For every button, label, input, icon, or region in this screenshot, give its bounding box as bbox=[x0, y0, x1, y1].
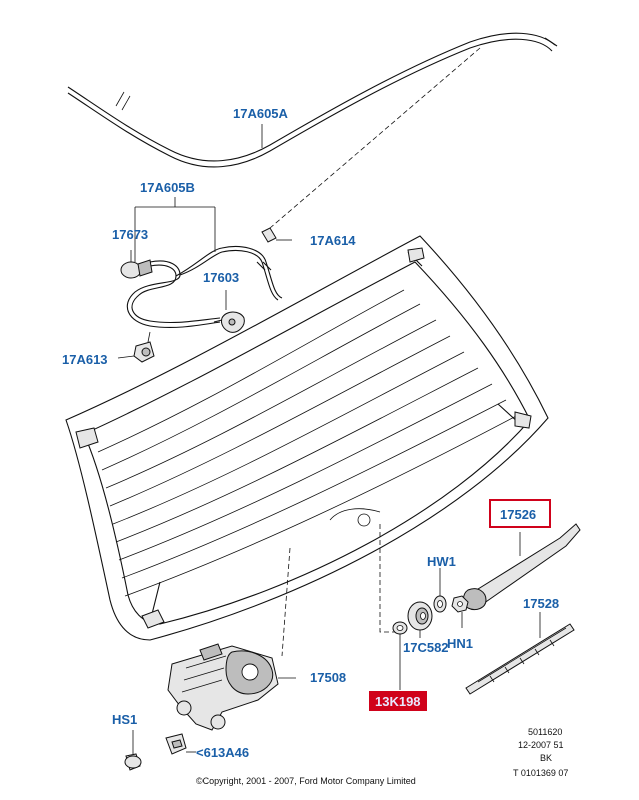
label-HS1: HS1 bbox=[112, 712, 137, 727]
label-17526: 17526 bbox=[500, 507, 536, 522]
bracket-17A605B bbox=[134, 197, 216, 262]
wiper-pivot-hole bbox=[357, 513, 371, 527]
washer-hose-17A605B bbox=[126, 245, 283, 329]
grommet-13K198 bbox=[392, 621, 408, 690]
wiper-blade-17528 bbox=[465, 612, 575, 695]
meta-line-4: T 0101369 07 bbox=[513, 768, 568, 778]
grommet-13K198-highlight-box bbox=[369, 691, 427, 711]
connector-17A614 bbox=[261, 227, 292, 243]
clip-17A613 bbox=[117, 331, 155, 363]
wiper-motor-17508 bbox=[167, 643, 296, 731]
washer-hose-17A605A bbox=[67, 32, 558, 168]
leader-dash-motor bbox=[281, 547, 291, 657]
meta-line-1: 5011620 bbox=[528, 727, 562, 737]
washer-HW1 bbox=[433, 568, 447, 613]
label-17528: 17528 bbox=[523, 596, 559, 611]
label-17A613: 17A613 bbox=[62, 352, 108, 367]
arm-17526-highlight-box bbox=[489, 499, 551, 528]
heater-grid-lines bbox=[97, 289, 521, 597]
label-13K198: 13K198 bbox=[375, 694, 421, 709]
leader-dash-grommet bbox=[379, 524, 398, 633]
label-613A46: <613A46 bbox=[196, 745, 249, 760]
label-HW1: HW1 bbox=[427, 554, 456, 569]
check-valve-17673 bbox=[120, 250, 153, 279]
label-17C582: 17C582 bbox=[403, 640, 449, 655]
label-17603: 17603 bbox=[203, 270, 239, 285]
label-17A605A: 17A605A bbox=[233, 106, 289, 121]
meta-line-2: 12-2007 51 bbox=[518, 740, 564, 750]
screw-HS1 bbox=[124, 730, 142, 771]
nut-HN1 bbox=[451, 595, 469, 628]
bracket-613A46 bbox=[165, 733, 196, 755]
label-17A614: 17A614 bbox=[310, 233, 356, 248]
drawing-reference-block: 5011620 12-2007 51 BK T 0101369 07 bbox=[513, 727, 568, 778]
leader-dash-hose bbox=[269, 47, 481, 229]
meta-line-3: BK bbox=[540, 753, 552, 763]
wiper-arm-17526 bbox=[463, 523, 581, 611]
label-HN1: HN1 bbox=[447, 636, 473, 651]
rear-window-glass bbox=[65, 235, 549, 641]
label-17673: 17673 bbox=[112, 227, 148, 242]
washer-jet-17603 bbox=[213, 290, 245, 333]
copyright-notice: ©Copyright, 2001 - 2007, Ford Motor Comp… bbox=[196, 776, 416, 786]
wiper-boss-outline bbox=[329, 508, 381, 521]
label-17A605B: 17A605B bbox=[140, 180, 195, 195]
label-17508: 17508 bbox=[310, 670, 346, 685]
seal-17C582 bbox=[407, 601, 433, 638]
